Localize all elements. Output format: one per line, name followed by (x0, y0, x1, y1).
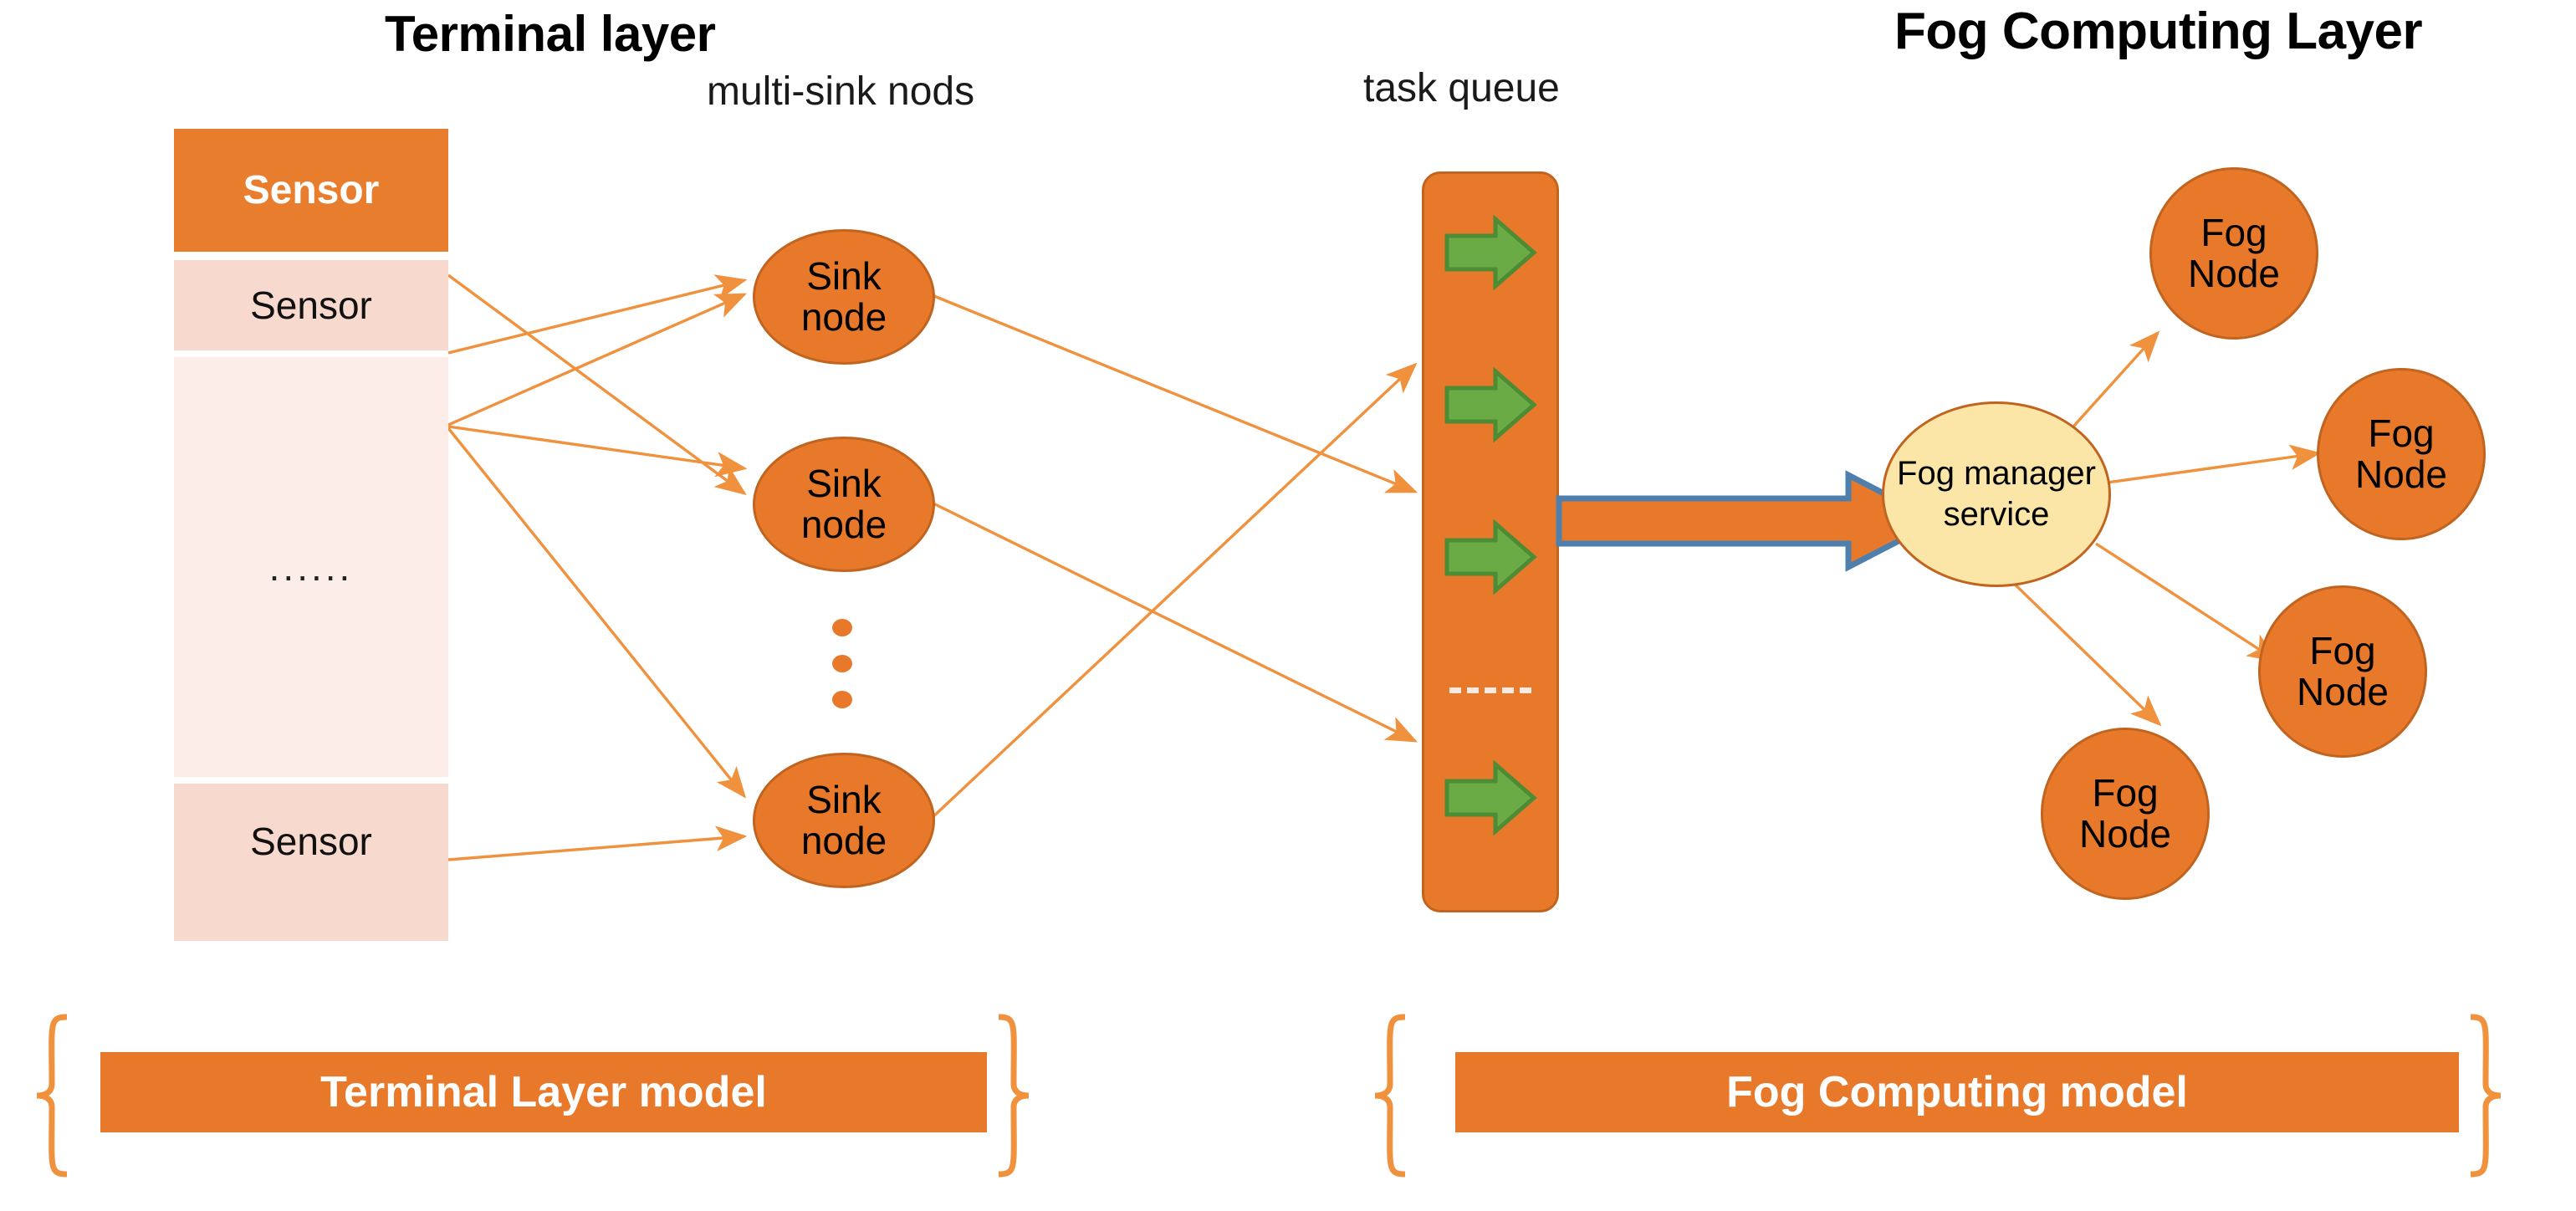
sink-node-label-line2: node (800, 503, 887, 546)
fog-layer-title: Fog Computing Layer (1894, 3, 2423, 60)
task-arrow-icon (1444, 214, 1537, 291)
wire-sensor2-sink2 (447, 273, 747, 496)
wire-sensorset-sink2 (447, 425, 748, 478)
terminal-layer-model-bar[interactable]: Terminal Layer model (100, 1052, 987, 1132)
fog-node-2[interactable]: Fog Node (2317, 368, 2486, 540)
sink-vertical-ellipsis (832, 619, 852, 727)
wire-sensor4-sink3 (447, 825, 748, 861)
ellipsis-dot (832, 691, 852, 708)
sink-node-3[interactable]: Sink node (753, 753, 935, 888)
fog-node-label-line1: Fog (2092, 771, 2159, 815)
wire-sink1-queue (929, 293, 1418, 493)
queue-to-fog-manager-arrow-icon (1556, 470, 1940, 572)
right-brace-icon (998, 1014, 1030, 1178)
sensor-band[interactable]: Sensor (174, 260, 448, 350)
fog-node-label-line2: Node (2355, 452, 2447, 496)
sink-node-1[interactable]: Sink node (753, 229, 935, 365)
multi-sink-caption: multi-sink nods (707, 69, 975, 114)
left-brace-icon (1374, 1014, 1406, 1178)
sink-node-label-line1: Sink (806, 778, 882, 822)
wire-sink2-queue (929, 500, 1418, 743)
sink-node-label-line2: node (800, 819, 887, 862)
fog-node-3[interactable]: Fog Node (2258, 585, 2427, 758)
task-arrow-icon (1444, 759, 1537, 836)
terminal-layer-title: Terminal layer (385, 6, 716, 62)
fog-manager-label-line1: Fog manager (1897, 455, 2096, 493)
sink-node-label-line1: Sink (806, 462, 882, 506)
sink-node-label-line1: Sink (806, 254, 882, 299)
task-arrow-icon (1444, 366, 1537, 443)
fog-node-label-line2: Node (2079, 812, 2171, 856)
fog-node-label-line2: Node (2297, 670, 2389, 713)
fog-node-4[interactable]: Fog Node (2041, 728, 2210, 900)
ellipsis-dot (832, 619, 852, 636)
sink-node-label-line2: node (800, 295, 887, 339)
fog-node-label-line1: Fog (2200, 211, 2267, 255)
wire-mgr-fognode1 (2064, 330, 2160, 437)
left-brace-icon (36, 1014, 68, 1178)
sink-node-2[interactable]: Sink node (753, 437, 935, 572)
fog-manager-service[interactable]: Fog manager service (1882, 401, 2111, 587)
fog-manager-label-line2: service (1943, 496, 2050, 533)
wire-sensor1-sink1 (447, 274, 748, 355)
ellipsis-dot (832, 655, 852, 672)
sensor-band-highlighted[interactable]: Sensor (174, 129, 448, 252)
task-queue-caption: task queue (1363, 66, 1560, 110)
fog-computing-model-bar[interactable]: Fog Computing model (1455, 1052, 2459, 1132)
wire-mgr-fognode3 (2095, 542, 2279, 662)
fog-node-label-line2: Node (2188, 252, 2280, 295)
fog-node-1[interactable]: Fog Node (2149, 167, 2318, 340)
sensor-band[interactable]: Sensor (174, 784, 448, 941)
task-arrow-icon (1444, 519, 1537, 595)
task-queue-separator (1449, 687, 1531, 693)
fog-node-label-line1: Fog (2309, 629, 2376, 673)
wire-sensorset-sink3 (447, 427, 747, 799)
wire-mgr-fognode2 (2100, 444, 2322, 485)
right-brace-icon (2470, 1014, 2502, 1178)
sensor-stack: Sensor Sensor ...... Sensor (174, 129, 448, 941)
task-queue-container[interactable] (1422, 171, 1559, 912)
sensor-band-ellipsis: ...... (174, 357, 448, 777)
fog-node-label-line1: Fog (2368, 411, 2435, 456)
wire-mgr-fognode4 (2006, 575, 2162, 727)
wire-sensorset-sink1 (447, 293, 748, 427)
wire-sink3-queue (928, 362, 1418, 821)
